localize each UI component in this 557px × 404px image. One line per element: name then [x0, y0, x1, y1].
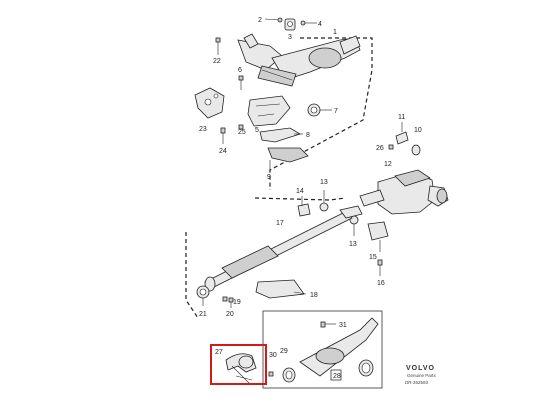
hanger-11[interactable]: [395, 122, 409, 145]
clamp-28[interactable]: [358, 359, 374, 377]
callout-1: 1: [333, 29, 337, 36]
callout-4: 4: [318, 21, 322, 28]
nut-30[interactable]: [268, 371, 274, 377]
callout-27: 27: [215, 349, 223, 356]
callout-23: 23: [199, 126, 207, 133]
bolt-25[interactable]: [238, 124, 244, 130]
bolt-24[interactable]: [220, 127, 226, 144]
nut-4[interactable]: [300, 20, 317, 26]
callout-26: 26: [376, 145, 384, 152]
brand-subtitle: Genuine Parts: [407, 373, 437, 378]
rear-section-outline: [254, 197, 346, 201]
support-9[interactable]: [267, 147, 309, 172]
callout-12: 12: [384, 161, 392, 168]
rubber-mount-13-upper[interactable]: [319, 190, 329, 212]
heat-shield-5[interactable]: [247, 95, 291, 127]
repair-pipe[interactable]: [299, 317, 379, 377]
callout-20: 20: [226, 311, 234, 318]
callout-13-lower: 13: [349, 241, 357, 248]
bolt-22[interactable]: [215, 37, 221, 55]
callout-19: 19: [233, 299, 241, 306]
hanger-14[interactable]: [297, 196, 311, 217]
callout-25: 25: [238, 129, 246, 136]
callout-7: 7: [334, 108, 338, 115]
callout-15: 15: [369, 254, 377, 261]
volvo-logo: VOLVO: [406, 365, 435, 372]
callout-17: 17: [276, 220, 284, 227]
bolt-26[interactable]: [388, 144, 394, 150]
heat-shield-18[interactable]: [255, 279, 307, 299]
callout-29: 29: [280, 348, 288, 355]
rear-silencer[interactable]: [359, 169, 449, 215]
catalytic-converter[interactable]: [237, 33, 361, 81]
gasket-3[interactable]: [284, 18, 296, 31]
intermediate-pipe[interactable]: [204, 205, 363, 292]
clamp-10[interactable]: [411, 144, 421, 156]
callout-16: 16: [377, 280, 385, 287]
repair-kit-box: [262, 310, 383, 389]
callout-31: 31: [339, 322, 347, 329]
callout-3: 3: [288, 34, 292, 41]
callout-22: 22: [213, 58, 221, 65]
callout-5: 5: [255, 127, 259, 134]
kit-label-box: [330, 369, 342, 381]
clamp-27-highlighted[interactable]: [225, 353, 257, 385]
bolt-6[interactable]: [238, 75, 244, 90]
callout-9: 9: [267, 174, 271, 181]
clamp-21[interactable]: [196, 285, 210, 306]
manifold-bracket[interactable]: [257, 65, 297, 87]
callout-13-upper: 13: [320, 179, 328, 186]
callout-11: 11: [398, 114, 405, 121]
diagram-reference: DR-262593: [405, 380, 429, 385]
highlight-box: [210, 344, 267, 385]
clamp-29[interactable]: [282, 367, 296, 383]
bolt-31[interactable]: [320, 321, 336, 328]
engine-section-outline: [269, 37, 373, 190]
clamp-7[interactable]: [307, 103, 332, 117]
bracket-15[interactable]: [367, 221, 389, 252]
callout-30: 30: [269, 352, 277, 359]
callout-14: 14: [296, 188, 304, 195]
rubber-mount-13-lower[interactable]: [349, 215, 359, 236]
bolt-2[interactable]: [264, 17, 283, 23]
callout-28: 28: [333, 373, 341, 380]
underbody-section-outline: [185, 232, 199, 319]
callout-2: 2: [258, 17, 262, 24]
callout-10: 10: [414, 127, 422, 134]
bracket-8[interactable]: [259, 127, 303, 143]
callout-21: 21: [199, 311, 207, 318]
callout-18: 18: [310, 292, 318, 299]
bracket-23[interactable]: [194, 87, 225, 119]
bolt-16[interactable]: [377, 259, 383, 276]
bolt-19[interactable]: [222, 296, 228, 302]
callout-24: 24: [219, 148, 227, 155]
nut-20[interactable]: [228, 297, 234, 308]
callout-8: 8: [306, 132, 310, 139]
callout-6: 6: [238, 67, 242, 74]
